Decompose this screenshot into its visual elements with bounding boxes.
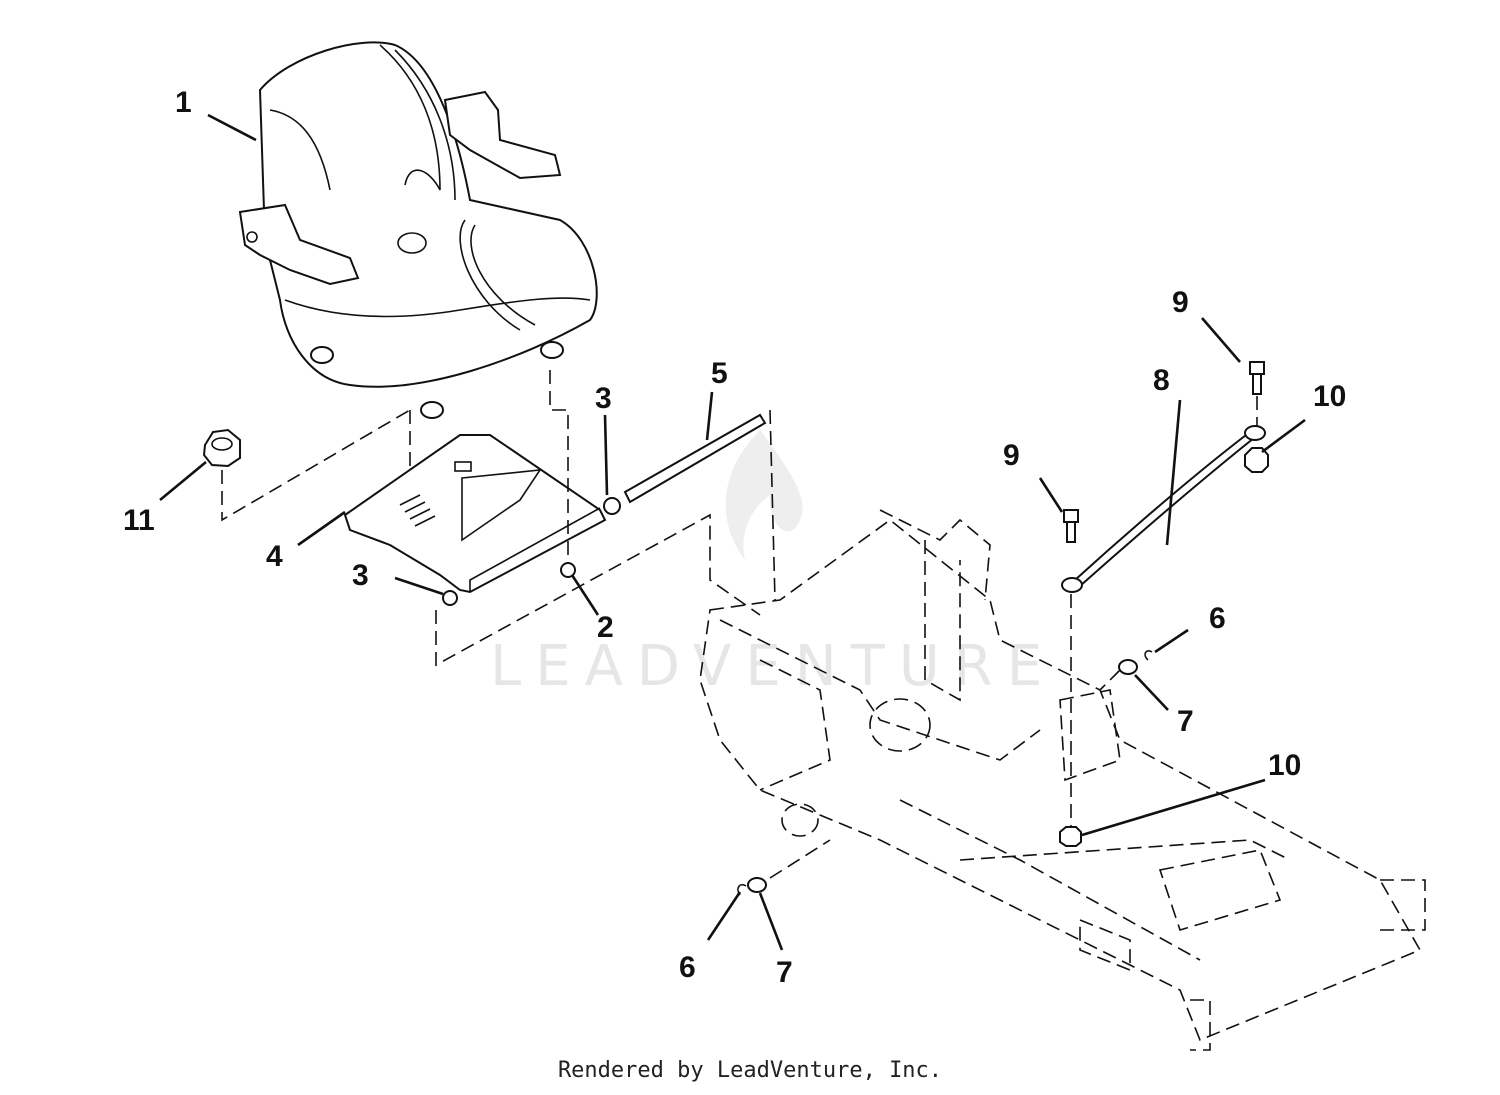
washer-left xyxy=(747,839,831,893)
watermark-text: LEADVENTURE xyxy=(490,634,1056,699)
callout-6-left: 6 xyxy=(679,951,696,984)
mower-frame xyxy=(699,509,1426,1051)
callout-9-lower: 9 xyxy=(1003,439,1020,472)
right-armrest xyxy=(443,90,562,180)
nut-upper xyxy=(1244,447,1269,473)
callout-8: 8 xyxy=(1153,364,1170,397)
leader-lines xyxy=(159,113,1306,951)
callout-10-upper: 10 xyxy=(1313,380,1346,413)
callout-9-upper: 9 xyxy=(1172,286,1189,319)
callout-3-lower: 3 xyxy=(352,559,369,592)
callout-1: 1 xyxy=(175,86,192,119)
left-armrest xyxy=(238,203,360,286)
callout-3-upper: 3 xyxy=(595,382,612,415)
watermark-flame-icon xyxy=(725,430,803,560)
callout-7-right: 7 xyxy=(1177,705,1194,738)
callout-11: 11 xyxy=(123,504,155,537)
seat xyxy=(238,41,598,419)
callout-6-right: 6 xyxy=(1209,602,1226,635)
ground-strap xyxy=(1061,425,1266,593)
watermark: LEADVENTURE xyxy=(490,430,1056,699)
clip-right xyxy=(1144,650,1153,661)
bolt-lower xyxy=(1063,509,1079,830)
nut-lower xyxy=(1059,826,1082,847)
callout-4: 4 xyxy=(266,540,283,573)
render-credit: Rendered by LeadVenture, Inc. xyxy=(557,1058,943,1083)
callout-2: 2 xyxy=(597,611,614,644)
callout-7-left: 7 xyxy=(776,956,793,989)
callouts: 1 2 3 3 4 5 6 6 7 7 8 9 9 10 10 11 xyxy=(123,86,1346,989)
callout-5: 5 xyxy=(711,357,728,390)
bolt-upper xyxy=(1249,361,1265,426)
callout-10-lower: 10 xyxy=(1268,749,1301,782)
knob xyxy=(202,428,241,468)
washer-right xyxy=(1099,659,1138,691)
seat-plate xyxy=(343,434,607,594)
assembly-guides-left xyxy=(221,370,776,667)
seat-rod xyxy=(442,413,767,606)
